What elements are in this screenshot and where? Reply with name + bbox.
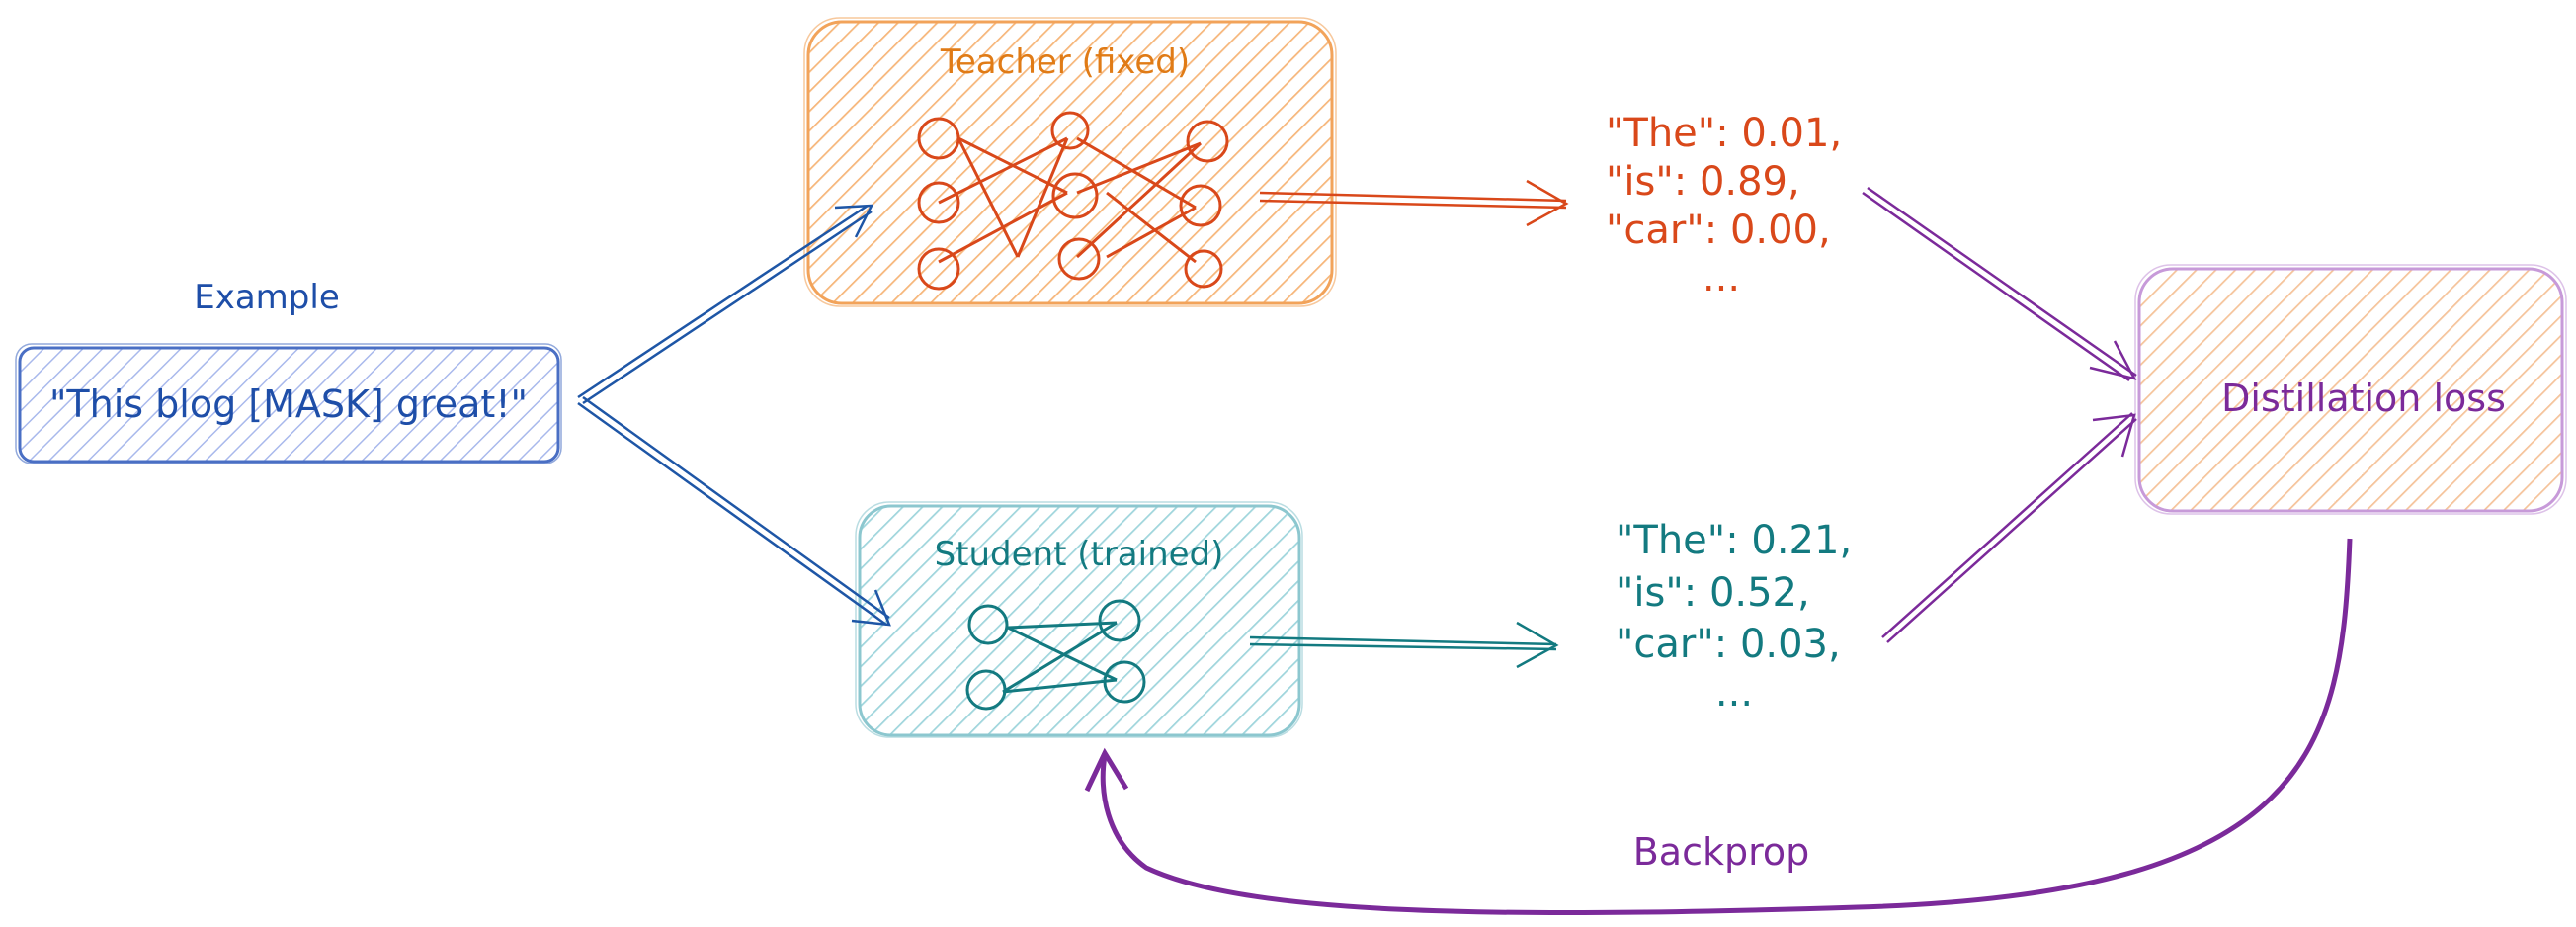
arrow-input-to-teacher — [577, 204, 874, 405]
arrow-student-output-to-loss — [1881, 412, 2137, 643]
student-title: Student (trained) — [935, 535, 1224, 574]
loss-box — [2137, 267, 2564, 513]
teacher-output-line-3: "car": 0.00, — [1606, 208, 1831, 253]
teacher-output-ellipsis: ... — [1703, 255, 1740, 300]
student-output-line-3: "car": 0.03, — [1616, 622, 1841, 667]
loss-label: Distillation loss — [2221, 377, 2506, 420]
student-node: Student (trained) — [855, 501, 1303, 738]
teacher-network-icon — [917, 111, 1229, 291]
backprop-label: Backprop — [1633, 830, 1810, 874]
arrow-backprop — [1084, 538, 2353, 916]
input-box — [18, 346, 560, 464]
input-text: "This blog [MASK] great!" — [49, 382, 528, 426]
arrow-teacher-output-to-loss — [1862, 186, 2137, 382]
arrow-teacher-to-output — [1259, 179, 1569, 227]
teacher-output-line-1: "The": 0.01, — [1606, 111, 1842, 156]
loss-node: Distillation loss — [2134, 264, 2567, 515]
student-output-line-2: "is": 0.52, — [1616, 570, 1810, 616]
teacher-output: "The": 0.01, "is": 0.89, "car": 0.00, ..… — [1606, 111, 1842, 300]
student-output-ellipsis: ... — [1715, 670, 1753, 716]
teacher-output-line-2: "is": 0.89, — [1606, 159, 1800, 205]
teacher-title: Teacher (fixed) — [940, 42, 1190, 82]
arrow-input-to-student — [577, 395, 891, 627]
student-output-line-1: "The": 0.21, — [1616, 518, 1852, 563]
teacher-box — [806, 20, 1334, 305]
teacher-node: Teacher (fixed) — [803, 17, 1337, 307]
student-output: "The": 0.21, "is": 0.52, "car": 0.03, ..… — [1616, 518, 1852, 716]
arrow-student-to-output — [1249, 621, 1559, 669]
input-caption: Example — [194, 278, 340, 317]
student-network-icon — [965, 599, 1146, 711]
input-node: Example "This blog [MASK] great!" — [15, 278, 562, 464]
